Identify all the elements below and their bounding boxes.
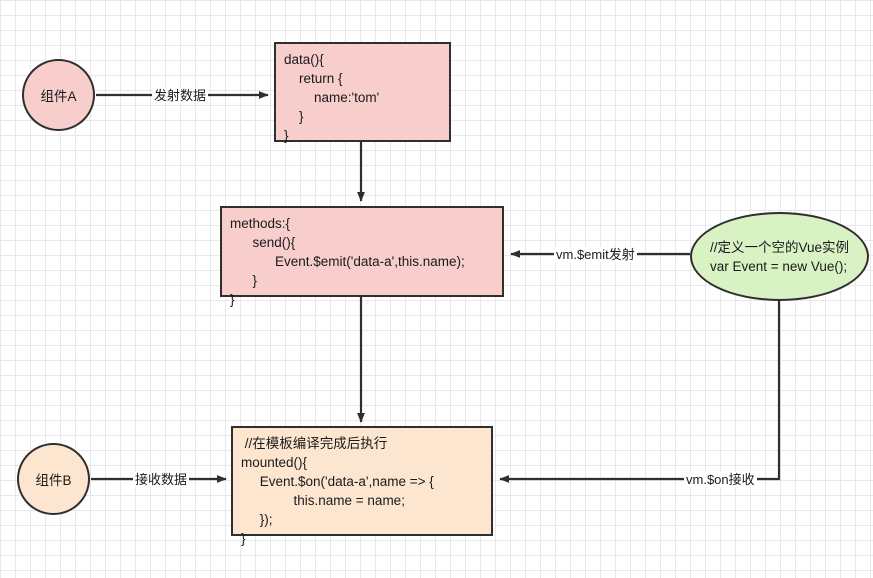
node-component-b[interactable]: 组件B	[17, 443, 90, 515]
node-methods-box[interactable]: methods:{ send(){ Event.$emit('data-a',t…	[220, 206, 504, 307]
methods-box-text: methods:{ send(){ Event.$emit('data-a',t…	[230, 216, 465, 307]
node-component-a[interactable]: 组件A	[22, 59, 95, 131]
data-box-text: data(){ return { name:'tom' } }	[284, 52, 380, 143]
edge-label-emit-data: 发射数据	[152, 88, 209, 103]
component-a-label: 组件A	[40, 89, 77, 104]
node-mounted-box[interactable]: //在模板编译完成后执行 mounted(){ Event.$on('data-…	[231, 426, 493, 546]
edge-label-vm-emit: vm.$emit发射	[554, 247, 637, 262]
edge-label-vm-on: vm.$on接收	[684, 472, 757, 487]
edge-label-receive-data: 接收数据	[133, 472, 190, 487]
edge-event-bus-to-mounted-box	[499, 301, 781, 483]
node-data-box[interactable]: data(){ return { name:'tom' } }	[274, 42, 451, 143]
node-event-bus[interactable]: //定义一个空的Vue实例 var Event = new Vue();	[690, 212, 869, 301]
mounted-box-text: //在模板编译完成后执行 mounted(){ Event.$on('data-…	[241, 436, 434, 546]
event-bus-text: //定义一个空的Vue实例 var Event = new Vue();	[709, 239, 850, 274]
component-b-label: 组件B	[35, 473, 72, 488]
